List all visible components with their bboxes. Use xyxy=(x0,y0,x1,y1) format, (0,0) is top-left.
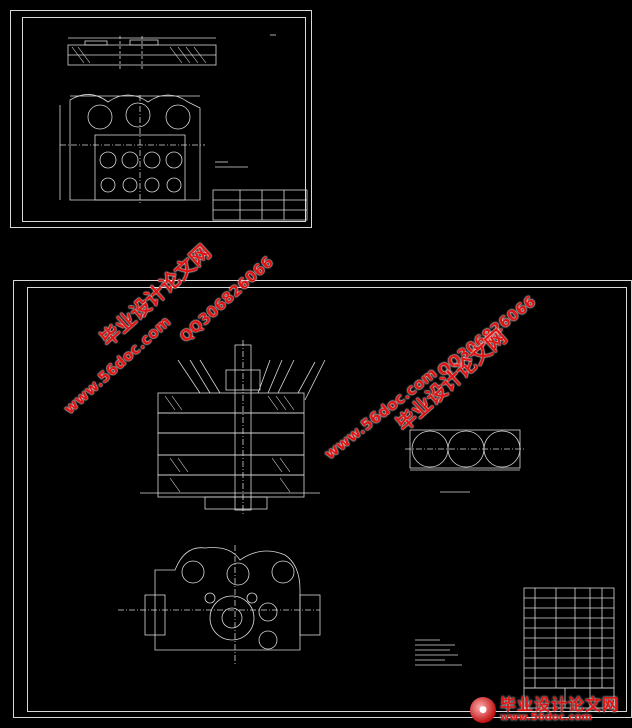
part-drawing-sheet xyxy=(10,10,312,228)
assembly-plan-view xyxy=(118,545,321,665)
part-section-view xyxy=(67,34,276,70)
logo-emblem-icon: ● xyxy=(470,697,496,723)
assembly-notes xyxy=(415,639,462,666)
part-notes xyxy=(215,161,248,168)
assembly-front-section xyxy=(140,340,326,515)
footer-logo-text: 毕业设计论文网 www.56doc.com xyxy=(500,697,619,723)
strip-layout-view xyxy=(405,429,525,493)
parts-list-table xyxy=(523,587,615,709)
part-drawing-frame xyxy=(22,17,306,222)
footer-logo: ● 毕业设计论文网 www.56doc.com xyxy=(470,695,630,725)
footer-site-name: 毕业设计论文网 xyxy=(500,695,620,714)
part-plan-view xyxy=(59,94,205,205)
part-title-block xyxy=(212,189,308,221)
footer-url: www.56doc.com xyxy=(500,712,592,723)
assembly-drawing-frame xyxy=(27,287,627,712)
